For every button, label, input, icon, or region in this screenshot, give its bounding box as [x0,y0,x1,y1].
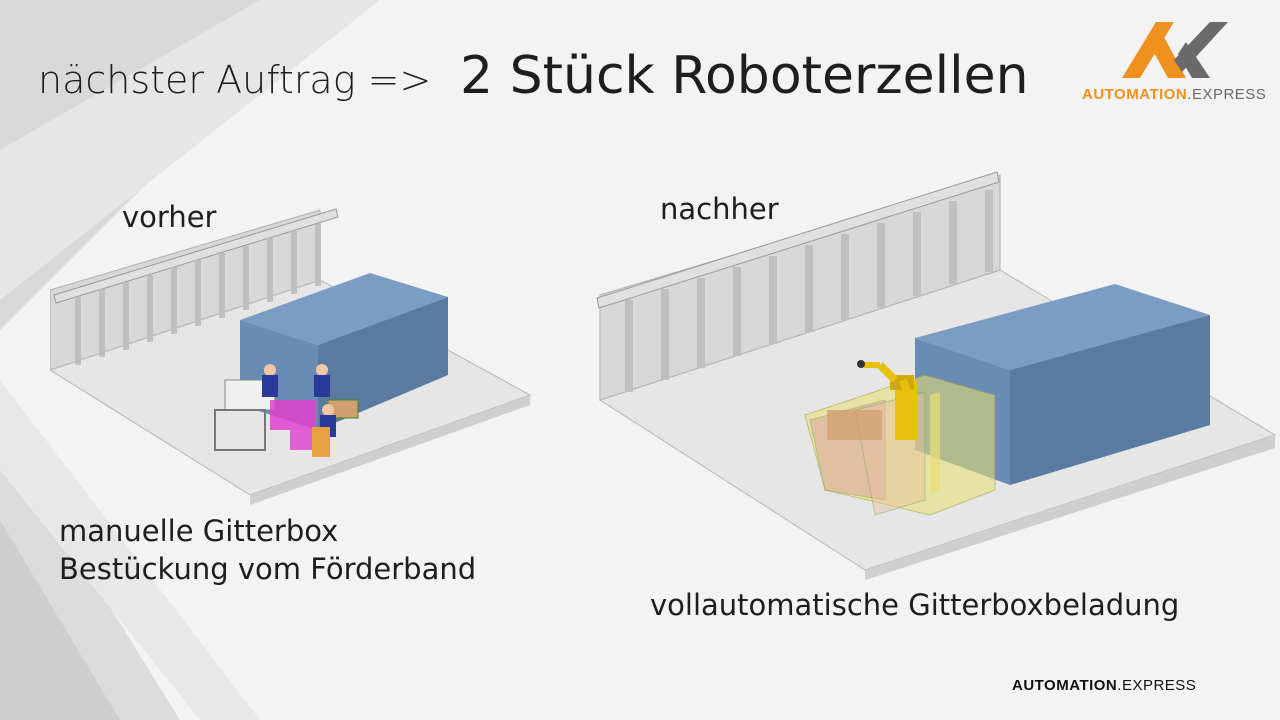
page-title: 2 Stück Roboterzellen [460,46,1029,106]
title-prefix: nächster Auftrag => [38,58,432,102]
before-caption-line1: manuelle Gitterbox [59,514,339,548]
logo-mark-icon [1122,22,1228,78]
after-scene [596,171,1277,580]
fence-posts [625,190,993,392]
fence-posts [75,224,321,365]
logo-wordmark: AUTOMATION.EXPRESS [1082,86,1267,103]
before-label: vorher [122,200,217,234]
before-caption-line2: Bestückung vom Förderband [59,552,477,586]
before-caption: manuelle Gitterbox Bestückung vom Förder… [59,512,476,588]
logo: AUTOMATION.EXPRESS [1082,20,1266,110]
after-label: nachher [660,192,779,226]
before-scene [50,208,532,505]
after-caption: vollautomatische Gitterboxbeladung [650,588,1180,622]
manual-workstation [214,364,359,457]
industrial-robot [857,360,917,440]
footer-wordmark: AUTOMATION.EXPRESS [1012,677,1197,694]
